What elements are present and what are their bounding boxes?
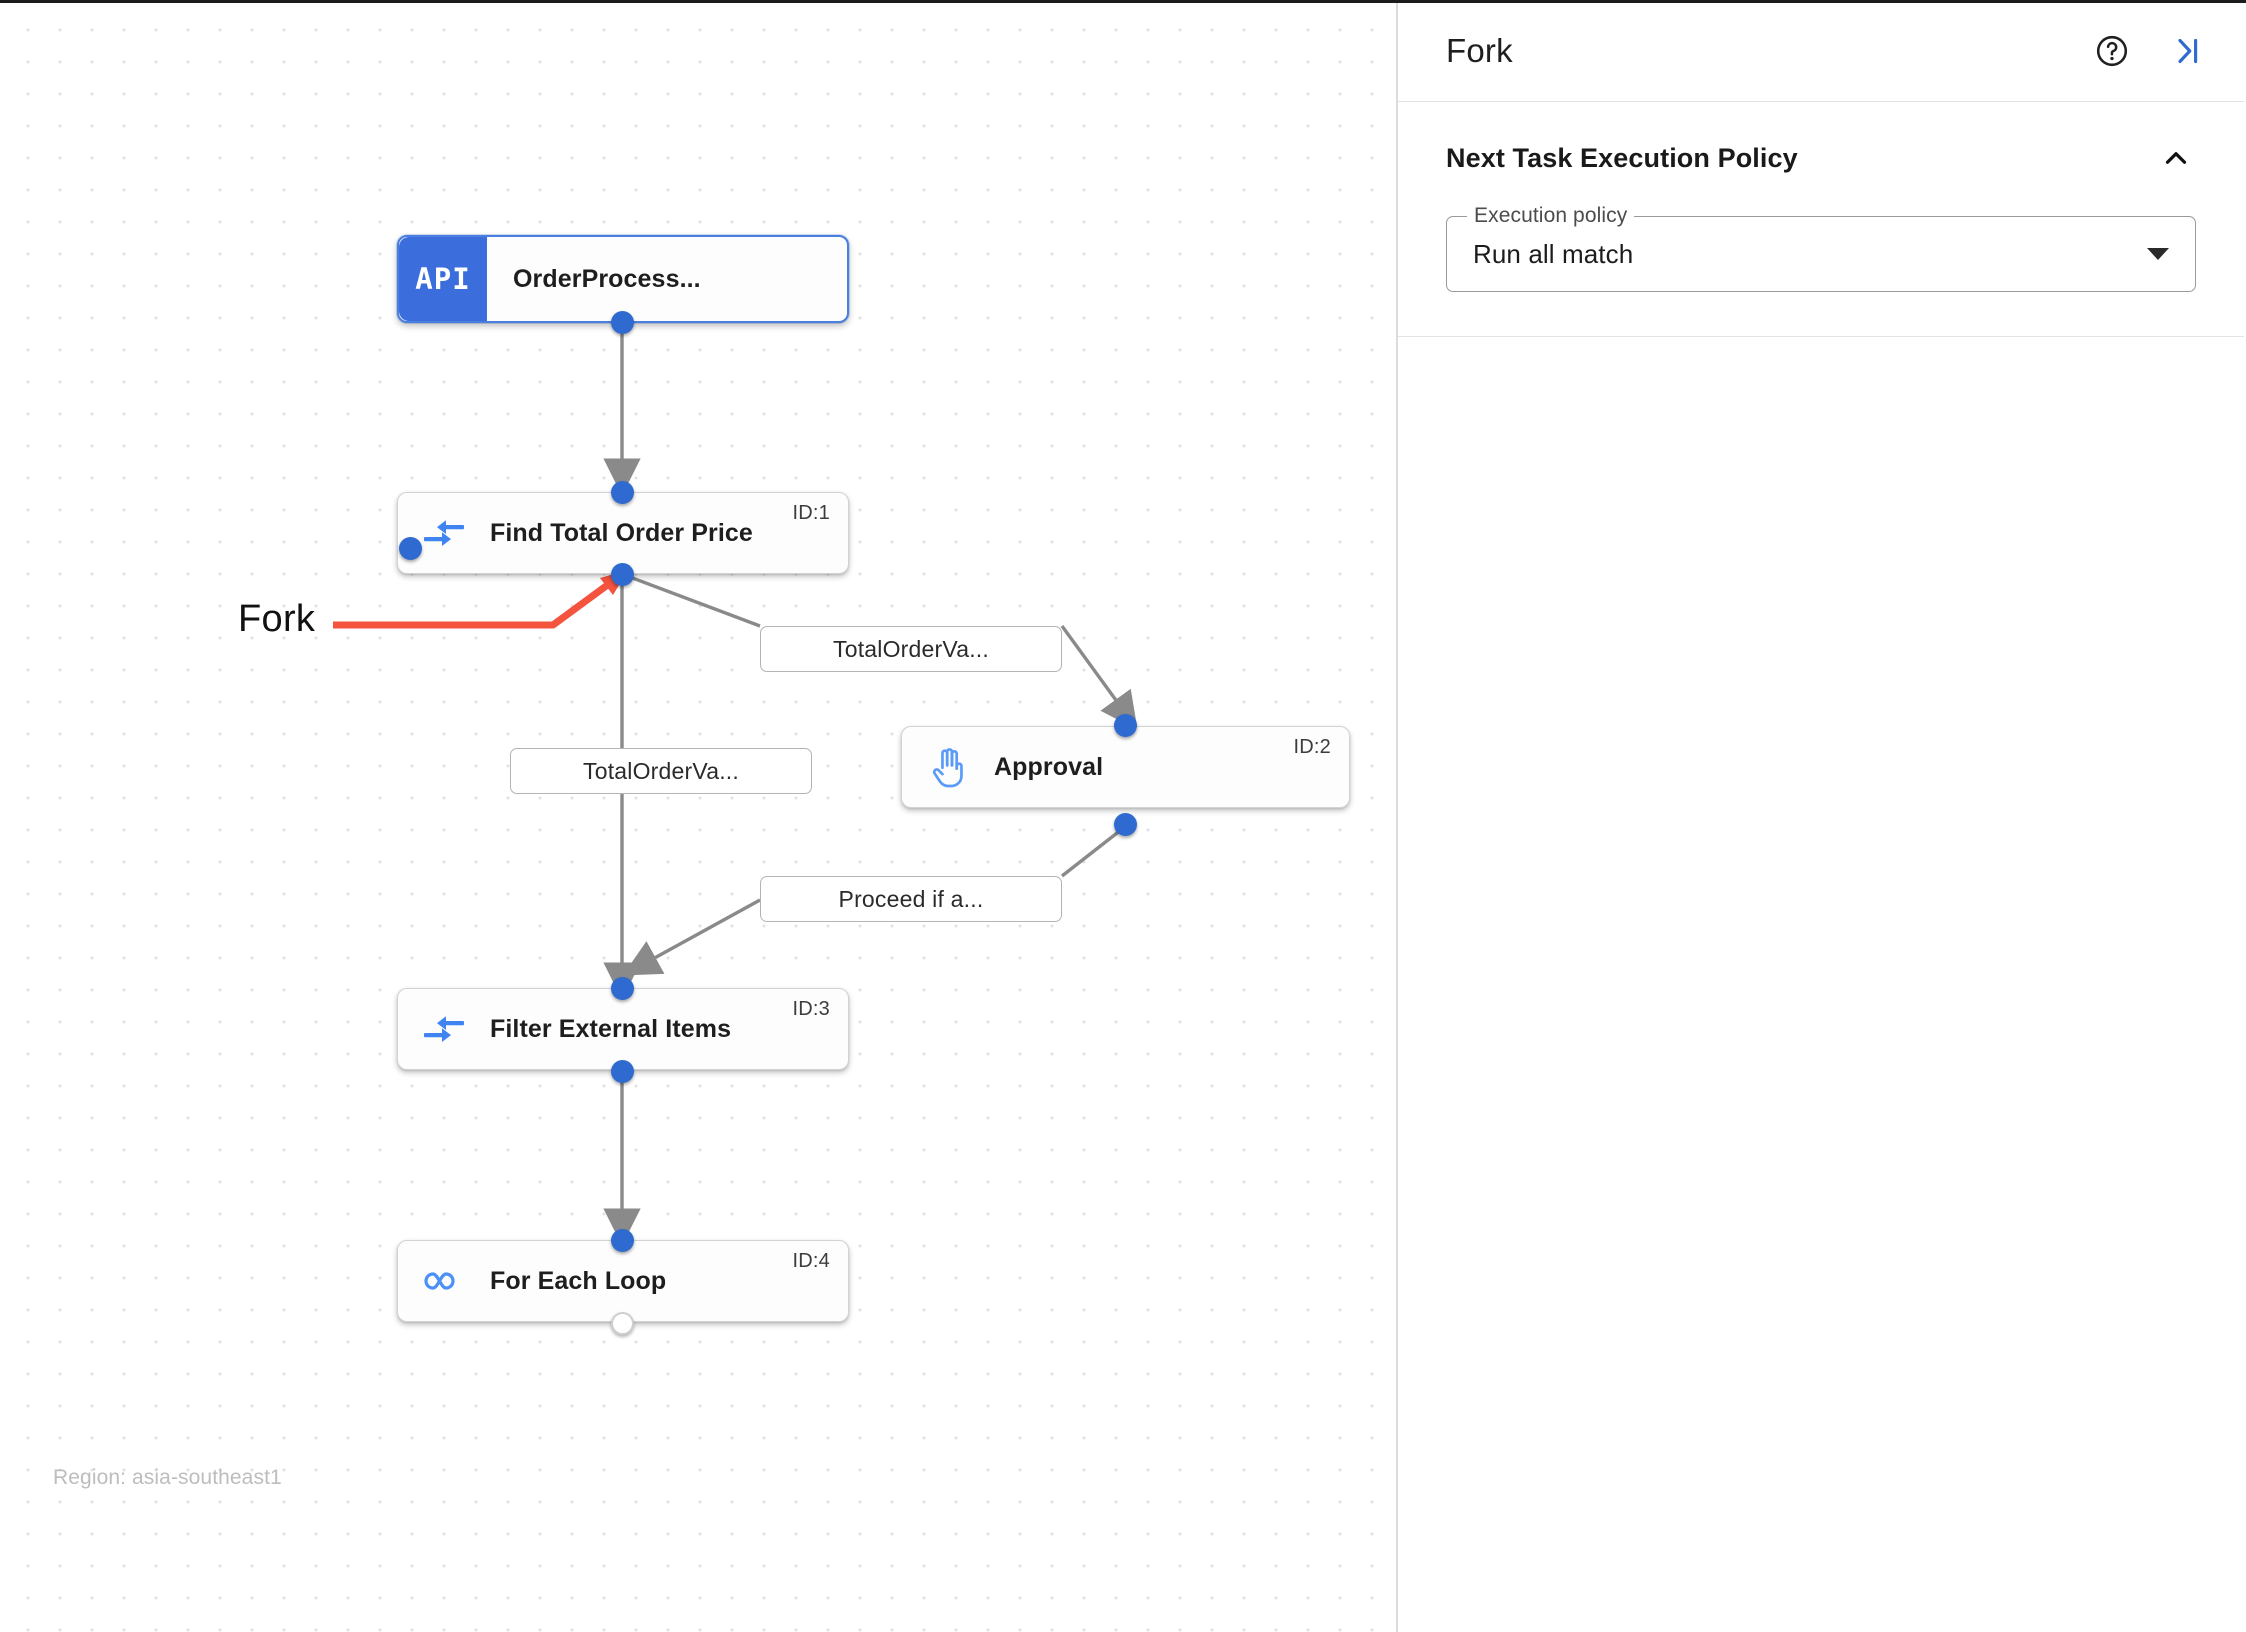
connector-order-process-out[interactable] xyxy=(611,311,634,334)
canvas-panel-divider xyxy=(1396,0,1398,1632)
panel-header: Fork xyxy=(1398,0,2244,102)
node-filter-external-items[interactable]: Filter External Items ID:3 xyxy=(397,988,849,1070)
chevron-up-icon[interactable] xyxy=(2156,138,2196,178)
window-top-rule xyxy=(0,0,2246,3)
node-title: Filter External Items xyxy=(490,1014,732,1043)
execution-policy-select[interactable]: Execution policy Run all match xyxy=(1446,204,2196,292)
node-title: For Each Loop xyxy=(490,1266,667,1295)
node-approval[interactable]: Approval ID:2 xyxy=(901,726,1350,808)
next-task-execution-policy-section: Next Task Execution Policy Execution pol… xyxy=(1398,102,2244,337)
hand-icon xyxy=(902,746,994,788)
collapse-panel-right-icon[interactable] xyxy=(2166,31,2206,71)
connector-filter-out[interactable] xyxy=(611,1060,634,1083)
node-title: OrderProcess... xyxy=(513,264,701,293)
edge-label-total-order-value-filter[interactable]: TotalOrderVa... xyxy=(510,748,812,794)
connector-filter-in[interactable] xyxy=(611,977,634,1000)
node-title: Approval xyxy=(994,752,1104,781)
edge-fork-right-a xyxy=(621,572,761,628)
connector-foreach-in[interactable] xyxy=(611,1229,634,1252)
connector-approval-in[interactable] xyxy=(1114,714,1137,737)
node-title: Find Total Order Price xyxy=(490,518,753,547)
node-find-total-order-price[interactable]: Find Total Order Price ID:1 xyxy=(397,492,849,574)
execution-policy-value: Run all match xyxy=(1473,238,1634,269)
merge-arrows-icon xyxy=(398,1014,490,1044)
canvas-region-label: Region: asia-southeast1 xyxy=(53,1466,282,1489)
fork-annotation-label: Fork xyxy=(238,598,316,640)
node-id-label: ID:1 xyxy=(792,502,830,524)
node-order-process[interactable]: API OrderProcess... xyxy=(397,235,849,560)
api-badge-icon: API xyxy=(399,237,487,321)
workflow-canvas[interactable]: Fork API OrderProcess... xyxy=(0,0,1398,1632)
connector-find-total-in[interactable] xyxy=(611,481,634,504)
properties-panel: Fork Next Task xyxy=(1398,0,2244,1632)
connector-approval-out[interactable] xyxy=(1114,813,1137,836)
edge-approval-to-filter-a xyxy=(1060,824,1128,878)
edge-fork-right-b xyxy=(1060,625,1138,730)
node-id-label: ID:3 xyxy=(792,998,830,1020)
connector-foreach-out[interactable] xyxy=(611,1312,634,1335)
merge-arrows-icon xyxy=(398,518,490,548)
node-id-label: ID:4 xyxy=(792,1250,830,1272)
fork-annotation-arrow xyxy=(333,575,620,629)
edge-label-total-order-value-approval[interactable]: TotalOrderVa... xyxy=(760,626,1062,672)
help-circle-icon[interactable] xyxy=(2092,31,2132,71)
edge-label-proceed-if-approved[interactable]: Proceed if a... xyxy=(760,876,1062,922)
panel-header-actions xyxy=(2092,31,2206,71)
section-header[interactable]: Next Task Execution Policy xyxy=(1446,138,2196,178)
infinity-icon xyxy=(398,1268,490,1294)
node-id-label: ID:2 xyxy=(1293,736,1331,758)
execution-policy-label: Execution policy xyxy=(1467,204,1635,228)
panel-title: Fork xyxy=(1446,31,1513,69)
node-for-each-loop[interactable]: For Each Loop ID:4 xyxy=(397,1240,849,1322)
section-title: Next Task Execution Policy xyxy=(1446,142,1798,173)
connector-find-total-out[interactable] xyxy=(611,563,634,586)
caret-down-icon[interactable] xyxy=(2147,248,2169,260)
edge-approval-to-filter-b xyxy=(622,898,761,976)
